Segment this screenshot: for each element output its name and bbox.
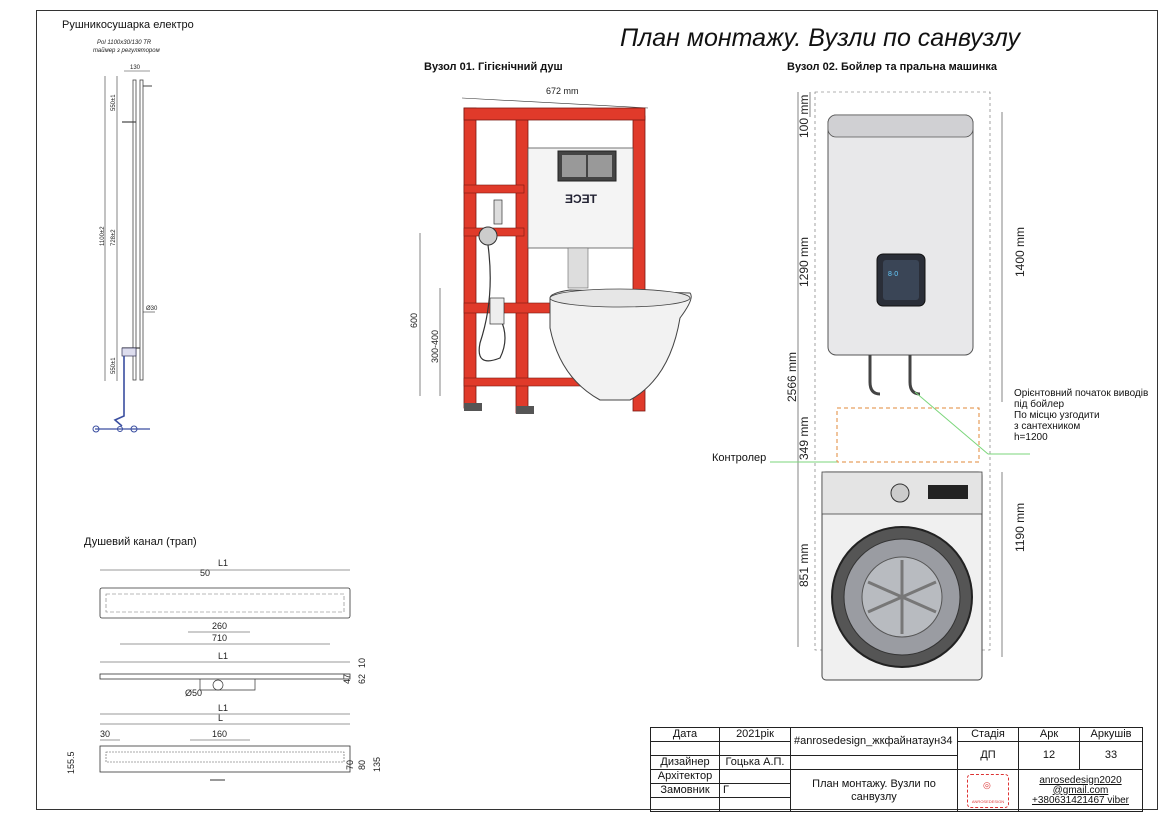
node01-heading: Вузол 01. Гігієнічний душ (424, 61, 563, 73)
tb-blank-3 (790, 755, 958, 770)
svg-text:8·0: 8·0 (888, 271, 898, 278)
tb-contacts: anrosedesign2020 @gmail.com +38063142146… (1018, 769, 1143, 812)
node02-d2566: 2566 mm (785, 352, 799, 402)
tb-architect-label: Архітектор (650, 769, 720, 784)
drain-l1-side: L1 (218, 651, 228, 661)
tb-designer-label: Дизайнер (650, 755, 720, 770)
drain-d710: 710 (212, 633, 227, 643)
drain-heading: Душевий канал (трап) (84, 536, 197, 548)
drawing-sheet (36, 10, 1158, 810)
tb-sheet-value: 12 (1018, 741, 1080, 770)
outlet-note: Орієнтовний початок виводів під бойлер П… (1014, 388, 1148, 443)
drain-d155: 155.5 (66, 751, 76, 774)
drain-d160: 160 (212, 729, 227, 739)
towel-dryer-drawing: Pol 1100x30/130 TR таймер з регулятором … (92, 40, 160, 433)
towel-dim-c: 550±1 (111, 357, 117, 374)
drain-d50: 50 (200, 568, 210, 578)
node01-h600: 600 (409, 313, 419, 328)
towel-dim-a: 550±1 (111, 94, 117, 111)
contact-email-2[interactable]: @gmail.com (1052, 784, 1109, 796)
node02-d349: 349 mm (797, 417, 811, 460)
drain-l1-top: L1 (218, 558, 228, 568)
tb-sheets-value: 33 (1079, 741, 1143, 770)
node01-drawing: 672 mm ƎƆƎT 600 300-400 (409, 86, 692, 414)
drain-d30: 30 (100, 729, 110, 739)
tb-blank-6 (719, 797, 791, 812)
node02-d1290: 1290 mm (797, 237, 811, 287)
towel-caption-2: таймер з регулятором (93, 47, 160, 54)
tb-blank-5 (650, 797, 720, 812)
node02-drawing: 100 mm 1290 mm 2566 mm 349 mm 851 mm 140… (770, 91, 1030, 681)
title-block: Дата 2021рік #anrosedesign_жкфайнатаун34… (650, 727, 1143, 812)
tb-logo: ◎ ANROSEDESIGN (957, 769, 1019, 812)
drain-dphi: Ø50 (185, 688, 202, 698)
node02-d100: 100 mm (797, 95, 811, 138)
outlet-note-line-1: Орієнтовний початок виводів (1014, 388, 1149, 399)
outlet-note-line-4: з сантехником (1014, 421, 1081, 432)
drain-r135: 135 (372, 757, 382, 772)
towel-dim-b: 728±2 (111, 229, 117, 246)
drain-d260: 260 (212, 621, 227, 631)
tb-project: #anrosedesign_жкфайнатаун34 (790, 727, 958, 756)
tb-sheets-label: Аркушів (1079, 727, 1143, 742)
tb-blank-2 (719, 741, 791, 756)
tb-client-label: Замовник (650, 783, 720, 798)
node02-d1400: 1400 mm (1013, 227, 1027, 277)
drain-r80: 80 (357, 760, 367, 770)
logo-text: ANROSEDESIGN (971, 798, 1005, 804)
drain-l: L (218, 713, 223, 723)
towel-dim-top: 130 (130, 65, 141, 71)
outlet-note-line-5: h=1200 (1014, 432, 1048, 443)
node01-h300: 300-400 (430, 330, 440, 363)
tb-sheet-name: План монтажу. Вузли по санвузлу (790, 769, 958, 812)
outlet-note-line-2: під бойлер (1014, 399, 1065, 410)
instagram-icon: ◎ (983, 779, 991, 790)
node01-width: 672 mm (546, 86, 579, 96)
tb-designer-value: Гоцька А.П. (719, 755, 791, 770)
node02-d1190: 1190 mm (1013, 503, 1027, 552)
drain-r47: 47 (342, 674, 352, 684)
tb-blank-4 (719, 769, 791, 784)
tb-blank-1 (650, 741, 720, 756)
drain-r62: 62 (357, 674, 367, 684)
logo-badge: ◎ ANROSEDESIGN (967, 773, 1009, 808)
towel-dim-d: Ø30 (146, 306, 158, 312)
towel-dryer-heading: Рушникосушарка електро (62, 19, 194, 31)
contact-email-1[interactable]: anrosedesign2020 (1039, 774, 1122, 786)
drain-r70: 70 (345, 760, 355, 770)
tb-date-value: 2021рік (719, 727, 791, 742)
tb-date-label: Дата (650, 727, 720, 742)
tb-stage-value: ДП (957, 741, 1019, 770)
page-title: План монтажу. Вузли по санвузлу (620, 24, 1021, 52)
tb-stage-label: Стадія (957, 727, 1019, 742)
controller-label: Контролер (712, 452, 767, 464)
drain-l1-bottom: L1 (218, 703, 228, 713)
tb-client-value: Г (719, 783, 791, 798)
contact-phone[interactable]: +380631421467 viber (1031, 794, 1130, 806)
drain-drawing: L1 50 260 710 L1 Ø50 47 62 10 L1 L 30 16… (66, 558, 382, 781)
node01-brand: ƎƆƎT (565, 192, 598, 206)
towel-caption-1: Pol 1100x30/130 TR (97, 40, 152, 46)
drain-r10: 10 (357, 658, 367, 668)
outlet-note-line-3: По місцю узгодити (1014, 410, 1100, 421)
towel-dim-total: 1100±2 (100, 226, 106, 246)
node02-d851: 851 mm (797, 544, 811, 587)
node02-heading: Вузол 02. Бойлер та пральна машинка (787, 61, 997, 73)
tb-sheet-label: Арк (1018, 727, 1080, 742)
